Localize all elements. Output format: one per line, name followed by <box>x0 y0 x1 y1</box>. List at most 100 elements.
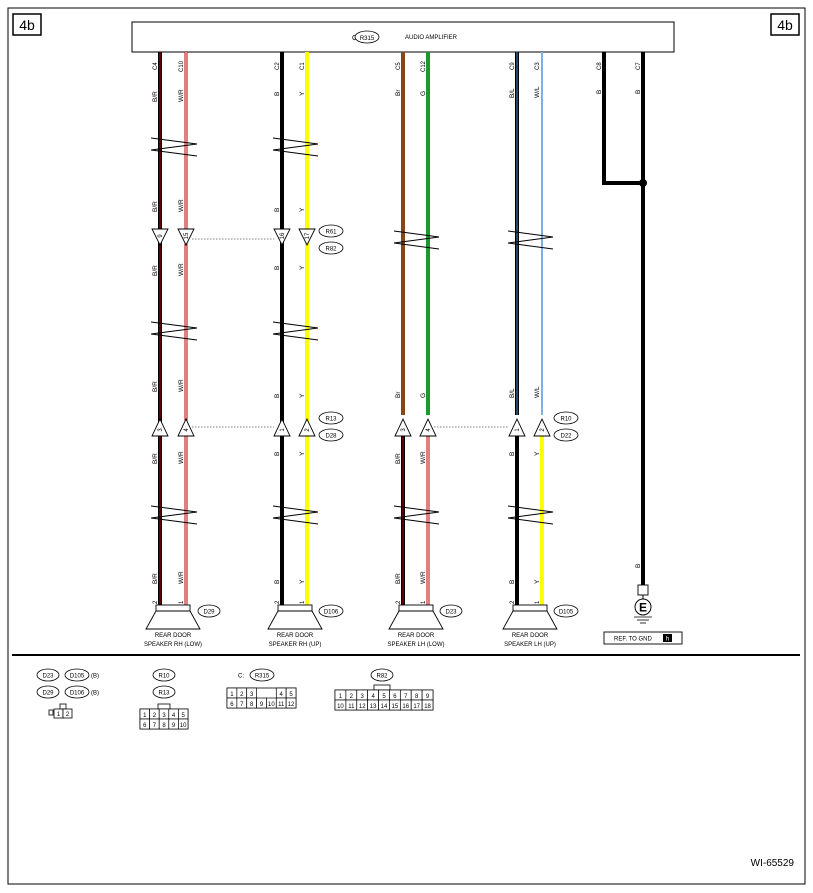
speaker-code: D23 <box>445 610 457 616</box>
wire-color-label: B <box>509 580 516 584</box>
legend-pin: 12 <box>288 702 295 708</box>
legend-pin: 10 <box>337 704 344 710</box>
wire-color-label: B/R <box>395 573 402 584</box>
page-tag-right-text: 4b <box>777 17 793 33</box>
ground-symbol: E <box>639 601 647 615</box>
legend-pin: 7 <box>240 702 244 708</box>
legend-pin: 8 <box>250 702 254 708</box>
connector-r13-d28-r10-d22: 3 4 1 2 3 4 1 2 R13 <box>151 411 579 442</box>
legend-pin: 13 <box>370 704 377 710</box>
speaker-code: D106 <box>324 610 339 616</box>
legend-pin: 15 <box>392 704 399 710</box>
ground-point: E REF. TO GND h <box>603 584 683 645</box>
connector-code: R82 <box>325 247 337 253</box>
wire-color-label: B/L <box>509 388 516 398</box>
connector-code: R13 <box>325 417 337 423</box>
wire-color-label: Br <box>395 89 402 96</box>
speaker-name-line2: SPEAKER LH (LOW) <box>387 642 444 648</box>
pin-label: C9 <box>510 62 516 70</box>
legend-pin: 10 <box>268 702 275 708</box>
connector-code: R10 <box>560 417 572 423</box>
speaker-code: D29 <box>203 610 215 616</box>
wire-color-label: Y <box>299 451 306 456</box>
legend-pin: 6 <box>393 694 397 700</box>
wire-c8 <box>602 52 643 185</box>
legend-code: R315 <box>255 674 270 680</box>
legend-prefix: C: <box>238 674 244 680</box>
legend-pin: 3 <box>361 694 365 700</box>
pin-label: C8 <box>597 62 603 70</box>
pin-label: C4 <box>153 62 159 70</box>
legend-pin-cell <box>421 699 434 711</box>
pin-label: C1 <box>300 62 306 70</box>
legend-pin-cell <box>285 697 297 709</box>
wire-color-label: W/L <box>534 386 541 398</box>
pin-label: C12 <box>421 60 427 72</box>
wire-color-label: W/R <box>178 571 185 584</box>
legend-pin: 3 <box>250 692 254 698</box>
legend-pin: 1 <box>143 713 147 719</box>
connector-pin-triangle: 4 <box>177 417 195 437</box>
audio-amplifier: C: R315 AUDIO AMPLIFIER <box>131 21 675 53</box>
speaker-rh-up: 2 1 D106 REAR DOOR SPEAKER RH (UP) <box>267 600 344 648</box>
legend-code: D106 <box>70 691 85 697</box>
legend-pin: 1 <box>339 694 343 700</box>
speaker-name-line2: SPEAKER RH (UP) <box>269 642 322 648</box>
pin-number: 2 <box>275 600 281 604</box>
connector-pin-triangle: 16 <box>273 228 291 247</box>
legend-pin: 5 <box>289 692 293 698</box>
connector-code-badge <box>553 428 579 442</box>
legend-pin: 9 <box>260 702 264 708</box>
speaker-name-line2: SPEAKER LH (UP) <box>504 642 556 648</box>
legend-pin: 17 <box>413 704 420 710</box>
wire-c7 <box>639 52 647 585</box>
pin-number: 4 <box>184 428 190 432</box>
wire-color-label: B <box>635 564 642 568</box>
legend-pin: 8 <box>162 723 166 729</box>
legend-pin: 4 <box>280 692 284 698</box>
wire-color-label: W/R <box>178 89 185 102</box>
pin-label: C5 <box>396 62 402 70</box>
wire-color-label: B <box>596 90 603 94</box>
wire-color-label: Y <box>299 265 306 270</box>
connector-pin-triangle: 1 <box>273 417 291 437</box>
speaker-name-line1: REAR DOOR <box>277 633 314 639</box>
speaker-name-line1: REAR DOOR <box>512 633 549 639</box>
wire-color-label: B/L <box>509 88 516 98</box>
wire-color-label: B <box>274 452 281 456</box>
wire-break-marks <box>150 137 554 525</box>
splice-point <box>639 179 647 187</box>
wire-color-label: Y <box>534 579 541 584</box>
legend-pin: 8 <box>415 694 419 700</box>
legend-pin: 2 <box>350 694 354 700</box>
wire-color-label: W/R <box>420 571 427 584</box>
ground-ref-box <box>603 631 683 645</box>
speaker-name-line1: REAR DOOR <box>398 633 435 639</box>
legend-pin: 9 <box>426 694 430 700</box>
pin-label: C10 <box>179 60 185 72</box>
legend-pin: 14 <box>381 704 388 710</box>
page-tag-right: 4b <box>770 13 800 36</box>
wire-color-label: G <box>420 91 427 96</box>
connector-pin-triangle: 17 <box>298 228 316 247</box>
wire-color-label: W/R <box>178 263 185 276</box>
legend-pin: 18 <box>424 704 431 710</box>
legend-code: D23 <box>42 674 54 680</box>
figure-id: WI-65529 <box>751 858 795 869</box>
pin-number: 9 <box>158 234 164 238</box>
wire-color-label: B/R <box>152 573 159 584</box>
connector-pin-triangle: 1 <box>508 417 526 437</box>
wire-color-label: Y <box>299 207 306 212</box>
connector-code-badge <box>318 411 344 425</box>
pin-number: 4 <box>426 428 432 432</box>
speaker-lh-up: 2 1 D105 REAR DOOR SPEAKER LH (UP) <box>502 600 579 648</box>
wire-color-label: Y <box>299 579 306 584</box>
amplifier-title: AUDIO AMPLIFIER <box>405 35 458 41</box>
pin-number: 17 <box>305 232 311 239</box>
legend-suffix: (B) <box>91 674 99 680</box>
connector-pin-triangle: 3 <box>394 417 412 437</box>
pin-number: 2 <box>153 600 159 604</box>
